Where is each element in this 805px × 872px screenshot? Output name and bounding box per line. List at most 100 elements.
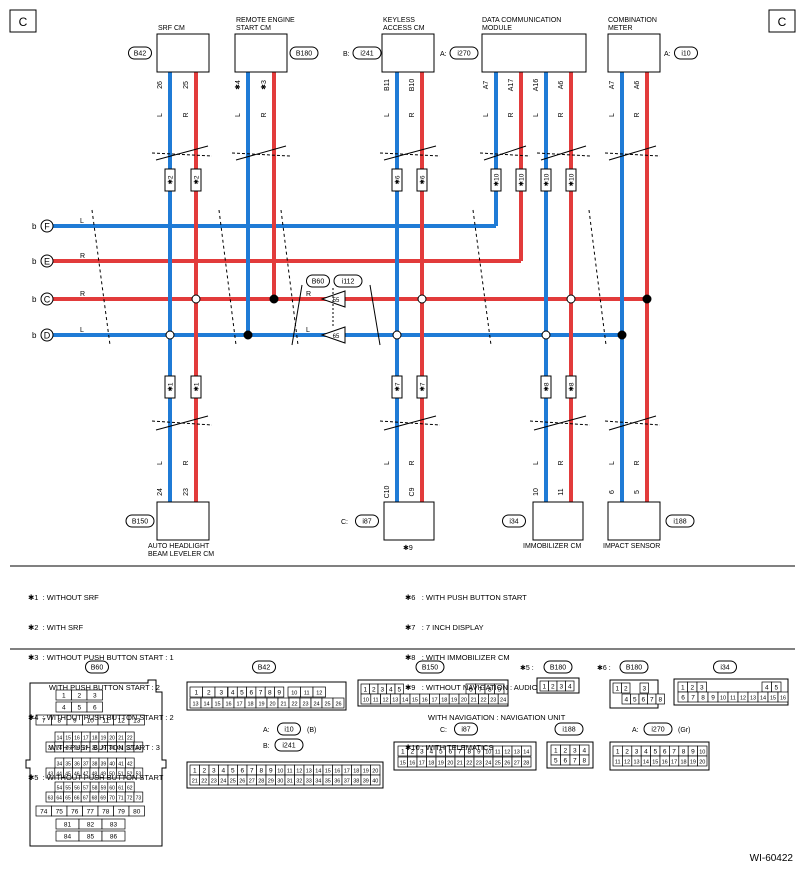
- joint-upper-arrow: [320, 290, 346, 308]
- bus-letter-E: E: [44, 257, 50, 267]
- conn-i270-pin-10-line: 10: [699, 750, 705, 756]
- mark-immob-l: ✱8: [543, 382, 551, 391]
- splice-remote-d: [243, 330, 253, 340]
- conn-b60-pin-73-line: 73: [136, 796, 142, 802]
- conn-i87-prefix: C:: [440, 727, 447, 734]
- conn-i188-pin-2-line: 2: [563, 748, 567, 755]
- shield-top-4: [536, 152, 591, 157]
- conn-i270-pin-8-line: 8: [682, 749, 686, 756]
- conn-b180a-label: B180: [550, 665, 566, 672]
- conn-b60-pin-10: 10: [87, 718, 95, 725]
- joint-right-oval: [333, 274, 363, 288]
- shield-top-slash-2: [383, 145, 437, 161]
- conn-b60-pin-51: 51: [118, 772, 124, 778]
- conn-i87-pin-10-line: 10: [485, 750, 491, 756]
- conn-i10-pin-15-line: 15: [325, 769, 331, 775]
- conn-i10-pin-21-line: 21: [192, 779, 198, 785]
- wire-color-srf-25: R: [183, 112, 190, 117]
- conn-b42-pin-15-line: 15: [214, 702, 220, 708]
- conn-b60-pin-66-line: 66: [74, 796, 80, 802]
- splice-meter-d: [617, 330, 627, 340]
- conn-i10-pin-36-line: 36: [334, 779, 340, 785]
- conn-b42-label-line: B42: [258, 665, 271, 672]
- conn-b60-pin-20-line: 20: [109, 736, 115, 742]
- conn-i87-label-line: i87: [461, 727, 470, 734]
- wire-color-dcm-a6: R: [558, 112, 565, 117]
- conn-i34-pin-1-line: 1: [681, 685, 685, 692]
- conn-i270-pin-5: 5: [653, 749, 657, 756]
- conn-i10-pin-10-line: 10: [277, 769, 283, 775]
- conn-b150-pin-1-line: 1: [363, 687, 367, 694]
- conn-i87-pin-19: 19: [438, 761, 444, 767]
- conn-i270-pin-2-line: 2: [625, 749, 629, 756]
- conn-b60-pin-85: 85: [87, 834, 95, 841]
- conn-b180a-label-oval: [543, 660, 573, 674]
- conn-b60-pin-82-line: 82: [87, 822, 95, 829]
- headlight-conn-line: B150: [132, 519, 148, 526]
- conn-b150-pin-16-line: 16: [422, 698, 428, 704]
- conn-i10-pin-37: 37: [344, 779, 350, 785]
- conn-b180a-pin-4: 4: [568, 684, 572, 691]
- conn-i270-label: i270: [651, 727, 664, 734]
- conn-b60-pin-40: 40: [109, 762, 115, 768]
- conn-i34-pin-16: 16: [780, 696, 786, 702]
- dcm-name-line: MODULE: [482, 25, 512, 32]
- wire-color-hl-23: R: [183, 460, 190, 465]
- conn-i87-pin-12-line: 12: [504, 750, 510, 756]
- conn-i87-pin-15: 15: [400, 761, 406, 767]
- conn-b60-pin-64: 64: [56, 796, 62, 802]
- joint-pin-upper: 55: [333, 298, 340, 304]
- conn-b60-pin-72: 72: [127, 796, 133, 802]
- conn-b180b-pin-7: 7: [650, 697, 654, 704]
- conn-b60-pin-38: 38: [92, 762, 98, 768]
- mark-dcm-3-box: [540, 168, 552, 192]
- conn-b42-pin-16-line: 16: [225, 702, 231, 708]
- conn-i87-pin-27-line: 27: [514, 761, 520, 767]
- conn-i87-pin-22-line: 22: [466, 761, 472, 767]
- bus-prefix-E: b: [32, 257, 37, 266]
- mark-keyless-l: ✱6: [394, 175, 402, 184]
- headlight-name-line: AUTO HEADLIGHT: [148, 543, 210, 550]
- conn-b42-pin-14-line: 14: [203, 702, 209, 708]
- conn-i87-pin-12: 12: [504, 750, 510, 756]
- conn-i10-pin-9-line: 9: [269, 768, 273, 775]
- conn-b60-pin-24: 24: [56, 746, 62, 752]
- joint-pin-upper-line: 55: [333, 298, 340, 304]
- bus-circle-F: [40, 219, 54, 233]
- conn-i34-pin-6-line: 6: [681, 695, 685, 702]
- conn-b180b-pin-1: 1: [615, 686, 619, 693]
- conn-i10-pin-40-line: 40: [372, 779, 378, 785]
- conn-i188-pin-2: 2: [563, 748, 567, 755]
- conn-i10-pin-32-line: 32: [296, 779, 302, 785]
- conn-b150-pin-14: 14: [402, 698, 408, 704]
- conn-b42-pin-1-line: 1: [194, 690, 198, 697]
- meter-conn-oval: [674, 46, 698, 60]
- conn-i10-prefix: A:: [263, 727, 270, 734]
- conn-b150-pin-2: 2: [372, 687, 376, 694]
- keyless-conn: i241: [360, 51, 373, 58]
- conn-b180b-pin-5: 5: [633, 697, 637, 704]
- conn-b60-pin-62-line: 62: [127, 786, 133, 792]
- conn-i10-pin-30-line: 30: [277, 779, 283, 785]
- conn-i10-pin-23-line: 23: [211, 779, 217, 785]
- note-5: ✱5 : WITHOUT PUSH BUTTON START: [28, 773, 164, 782]
- conn-i10-pin-39-line: 39: [363, 779, 369, 785]
- conn-i270-pin-2: 2: [625, 749, 629, 756]
- i87-prefix-line: C:: [341, 519, 348, 526]
- conn-i10-pin-29: 29: [268, 779, 274, 785]
- meter-prefix-line: A:: [664, 51, 671, 58]
- conn-b180b-cell-8: [655, 693, 665, 705]
- note-9b: WITH NAVIGATION : NAVIGATION UNIT: [405, 713, 566, 722]
- conn-b60-pin-35-line: 35: [65, 762, 71, 768]
- conn-i87-pin-24-line: 24: [485, 761, 491, 767]
- conn-b60-pin-13-line: 13: [133, 718, 141, 725]
- conn-i10-pin-13-line: 13: [306, 769, 312, 775]
- conn-b150-pin-22: 22: [480, 698, 486, 704]
- conn-i10-label: i10: [284, 727, 293, 734]
- conn-i270-pin-19: 19: [690, 760, 696, 766]
- conn-b150-pin-23-line: 23: [490, 698, 496, 704]
- conn-i87-pin-20-line: 20: [447, 761, 453, 767]
- corner-letter-left-line: C: [19, 15, 28, 29]
- conn-b60-pin-44-line: 44: [56, 772, 62, 778]
- conn-i10-pin-2: 2: [202, 768, 206, 775]
